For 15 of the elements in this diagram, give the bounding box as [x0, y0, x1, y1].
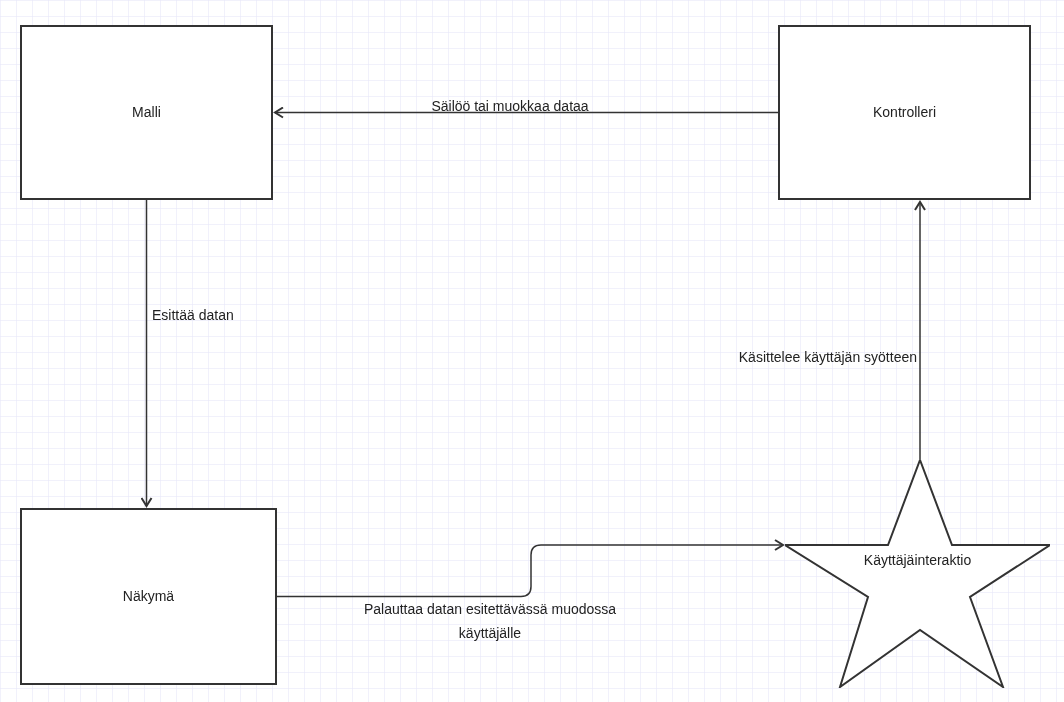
edge-label: Käsittelee käyttäjän syötteen	[738, 349, 917, 365]
arrow	[274, 106, 779, 119]
process-box	[20, 25, 273, 200]
edge-label: Palauttaa datan esitettävässä muodossa käyttäjälle	[363, 601, 617, 641]
node-label: Malli	[132, 103, 161, 122]
arrow	[276, 539, 784, 598]
node-label: Näkymä	[122, 587, 175, 606]
arrow	[140, 199, 153, 507]
node-label: Kontrolleri	[873, 103, 936, 122]
node-label: Käyttäjäinteraktio	[862, 551, 973, 570]
edge-label: Säilöö tai muokkaa dataa	[431, 98, 589, 114]
arrow	[914, 201, 926, 461]
process-box	[778, 25, 1031, 200]
process-box	[20, 508, 277, 685]
edge-label: Esittää datan	[152, 307, 234, 323]
